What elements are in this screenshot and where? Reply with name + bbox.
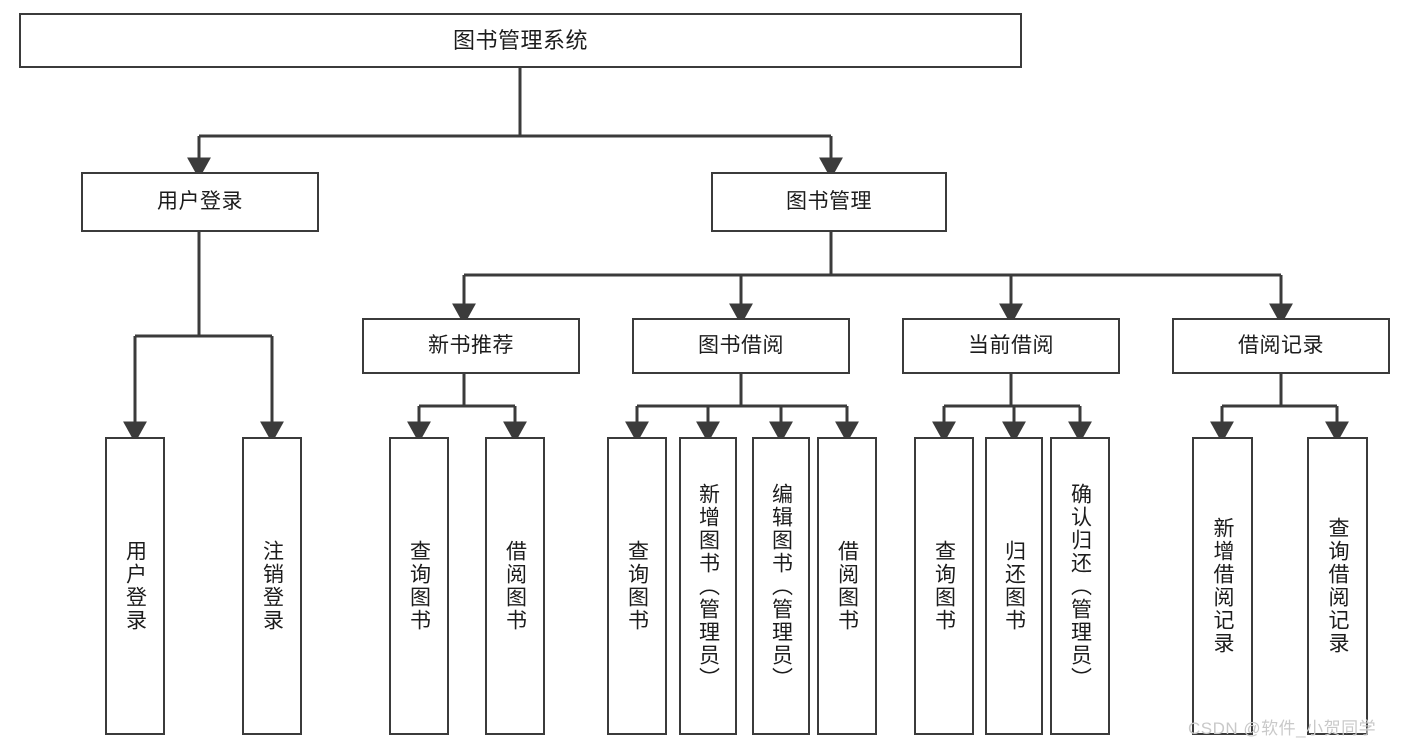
node-leaf-query-book-3[interactable]: 查询图书: [914, 437, 974, 735]
node-user-login[interactable]: 用户登录: [81, 172, 319, 232]
node-leaf-add-book-admin-label: 新增图书（管理员）: [696, 482, 720, 690]
node-leaf-borrow-book-1-label: 借阅图书: [503, 540, 527, 632]
node-leaf-user-login[interactable]: 用户登录: [105, 437, 165, 735]
node-leaf-add-borrow-record-label: 新增借阅记录: [1211, 517, 1235, 655]
node-book-management-label: 图书管理: [786, 189, 872, 213]
node-leaf-query-book-1-label: 查询图书: [407, 540, 431, 632]
node-borrowing-record[interactable]: 借阅记录: [1172, 318, 1390, 374]
node-current-borrowing[interactable]: 当前借阅: [902, 318, 1120, 374]
node-user-login-label: 用户登录: [157, 189, 243, 213]
node-leaf-add-borrow-record[interactable]: 新增借阅记录: [1192, 437, 1253, 735]
node-leaf-borrow-book-2-label: 借阅图书: [835, 540, 859, 632]
node-leaf-query-book-2[interactable]: 查询图书: [607, 437, 667, 735]
node-leaf-user-login-label: 用户登录: [123, 540, 147, 632]
node-leaf-query-borrow-record[interactable]: 查询借阅记录: [1307, 437, 1368, 735]
node-root-library-management-system[interactable]: 图书管理系统: [19, 13, 1022, 68]
node-leaf-logout-label: 注销登录: [260, 540, 284, 632]
node-leaf-query-book-2-label: 查询图书: [625, 540, 649, 632]
node-book-borrowing[interactable]: 图书借阅: [632, 318, 850, 374]
node-book-management[interactable]: 图书管理: [711, 172, 947, 232]
node-leaf-confirm-return-admin-label: 确认归还（管理员）: [1068, 482, 1092, 690]
node-current-borrowing-label: 当前借阅: [968, 333, 1054, 357]
node-leaf-query-book-3-label: 查询图书: [932, 540, 956, 632]
node-leaf-add-book-admin[interactable]: 新增图书（管理员）: [679, 437, 737, 735]
node-leaf-logout[interactable]: 注销登录: [242, 437, 302, 735]
node-leaf-query-book-1[interactable]: 查询图书: [389, 437, 449, 735]
node-leaf-confirm-return-admin[interactable]: 确认归还（管理员）: [1050, 437, 1110, 735]
node-new-book-recommendation[interactable]: 新书推荐: [362, 318, 580, 374]
csdn-watermark: CSDN @软件_小贺同学: [1188, 719, 1377, 738]
node-new-book-recommendation-label: 新书推荐: [428, 333, 514, 357]
node-leaf-return-book[interactable]: 归还图书: [985, 437, 1043, 735]
node-leaf-edit-book-admin[interactable]: 编辑图书（管理员）: [752, 437, 810, 735]
node-borrowing-record-label: 借阅记录: [1238, 333, 1324, 357]
node-book-borrowing-label: 图书借阅: [698, 333, 784, 357]
node-leaf-borrow-book-2[interactable]: 借阅图书: [817, 437, 877, 735]
node-leaf-borrow-book-1[interactable]: 借阅图书: [485, 437, 545, 735]
node-leaf-return-book-label: 归还图书: [1002, 540, 1026, 632]
node-root-label: 图书管理系统: [452, 27, 588, 53]
node-leaf-edit-book-admin-label: 编辑图书（管理员）: [769, 482, 793, 690]
node-leaf-query-borrow-record-label: 查询借阅记录: [1326, 517, 1350, 655]
